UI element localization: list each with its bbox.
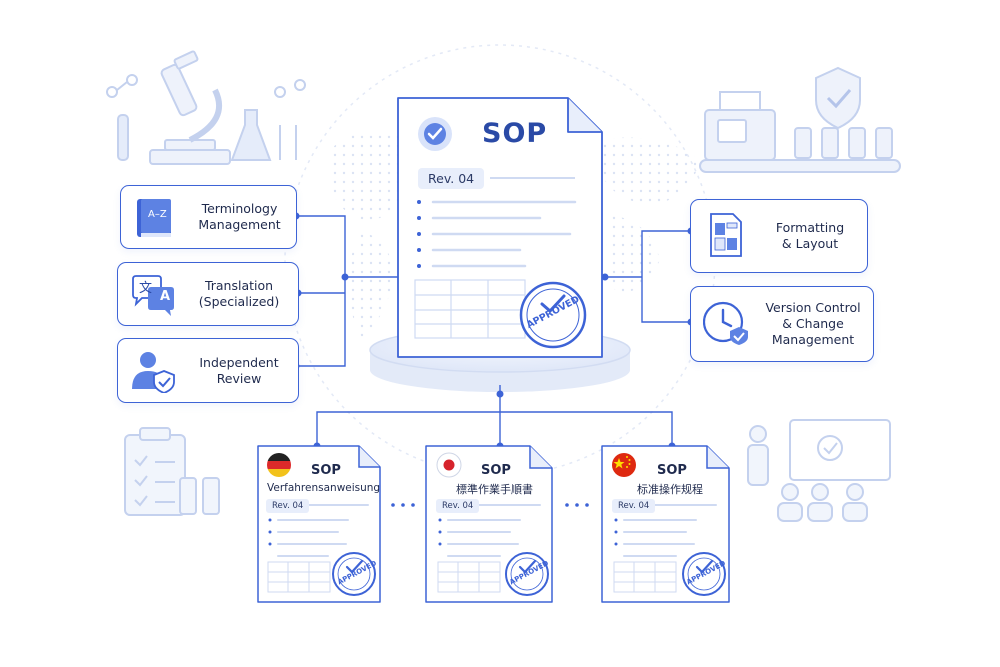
dictionary-book-icon [137,199,171,237]
production-line-icon [699,66,901,173]
translation-icon-target-char: A [160,289,171,304]
de-doc-revision: Rev. 04 [266,499,310,513]
zh-doc-subtitle: 标准操作规程 [637,483,703,496]
ellipsis-dots [391,503,589,507]
china-flag-icon [612,453,636,477]
dictionary-icon-text: A–Z [148,209,167,220]
main-sop-document [397,97,603,358]
ja-doc-revision: Rev. 04 [436,499,480,513]
approved-check-icon [418,117,452,151]
main-doc-revision: Rev. 04 [418,168,485,189]
zh-doc-revision: Rev. 04 [612,499,656,513]
japan-flag-icon [436,452,462,478]
de-doc-title: SOP [311,463,341,478]
clipboard-checklist-icon [124,427,220,516]
world-map-dots [284,44,716,476]
layout-document-icon [710,213,742,257]
small-doc-contents [267,504,726,596]
germany-flag-icon [267,453,291,477]
approved-stamp [519,281,587,349]
translation-bubbles-icon [132,275,174,316]
step-label: Translation(Specialized) [198,278,280,309]
ja-doc-subtitle: 標準作業手順書 [456,483,533,496]
laboratory-microscope-icon [106,50,306,165]
translation-icon-source-char: 文 [139,281,153,296]
main-doc-title: SOP [482,118,548,149]
de-doc-subtitle: Verfahrensanweisung [267,482,381,494]
training-presentation-icon [747,419,891,522]
ja-doc-title: SOP [481,463,511,478]
connector-lines [296,215,691,446]
step-formatting-layout: Formatting& Layout [690,199,868,273]
zh-doc-title: SOP [657,463,687,478]
reviewer-shield-icon [132,352,175,393]
clock-check-icon [703,301,748,345]
step-label: Formatting& Layout [775,220,845,251]
step-translation-specialized: 文 A Translation(Specialized) [117,262,299,326]
